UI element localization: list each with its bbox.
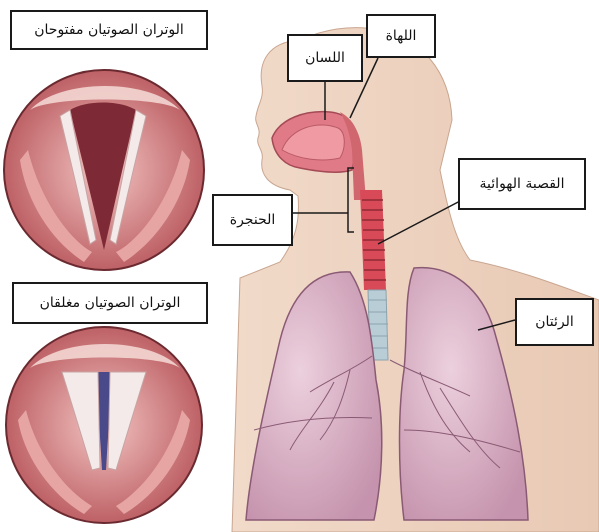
label-vocal-cords-open: الوتران الصوتيان مفتوحان (10, 10, 208, 50)
label-trachea: القصبة الهوائية (458, 158, 586, 210)
label-lungs: الرئتان (515, 298, 594, 346)
vocal-cords-open-illustration (4, 70, 204, 270)
label-vocal-cords-closed: الوتران الصوتيان مغلقان (12, 282, 208, 324)
vocal-cords-closed-illustration (6, 327, 202, 523)
label-tongue: اللسان (287, 34, 363, 82)
label-larynx: الحنجرة (212, 194, 293, 246)
label-uvula: اللهاة (366, 14, 436, 58)
